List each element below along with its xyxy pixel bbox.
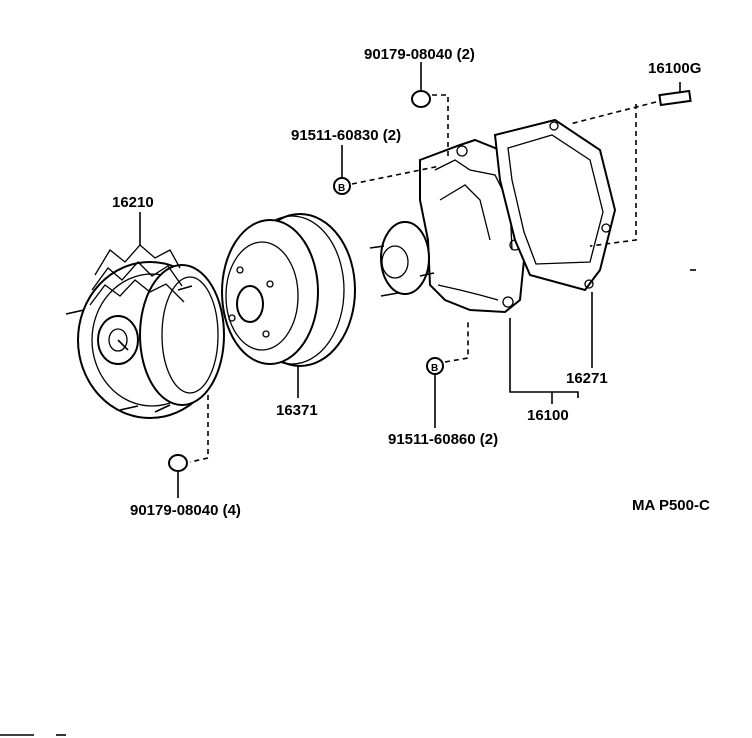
label-pulley: 16371 xyxy=(276,402,318,419)
nut-bottom xyxy=(168,454,188,498)
diagram-code: MA P500-C xyxy=(632,497,710,514)
label-water-pump: 16100 xyxy=(527,407,569,424)
gasket xyxy=(493,118,617,292)
fan-clutch xyxy=(65,244,225,419)
label-bolt-b-bottom: 91511-60860 (2) xyxy=(388,431,498,448)
bolt-b-bottom: B xyxy=(426,357,444,428)
label-stud: 16100G xyxy=(648,60,701,77)
label-fan-clutch: 16210 xyxy=(112,194,154,211)
marker-b-top: B xyxy=(338,183,345,194)
stud xyxy=(658,82,692,107)
label-bolt-b-top: 91511-60830 (2) xyxy=(291,127,401,144)
pulley xyxy=(221,213,356,367)
bolt-top xyxy=(411,62,431,108)
marker-b-bottom: B xyxy=(431,363,438,374)
bolt-b-top: B xyxy=(333,145,351,195)
label-gasket: 16271 xyxy=(566,370,608,387)
label-nut-bottom: 90179-08040 (4) xyxy=(130,502,241,519)
label-bolt-top: 90179-08040 (2) xyxy=(364,46,475,63)
